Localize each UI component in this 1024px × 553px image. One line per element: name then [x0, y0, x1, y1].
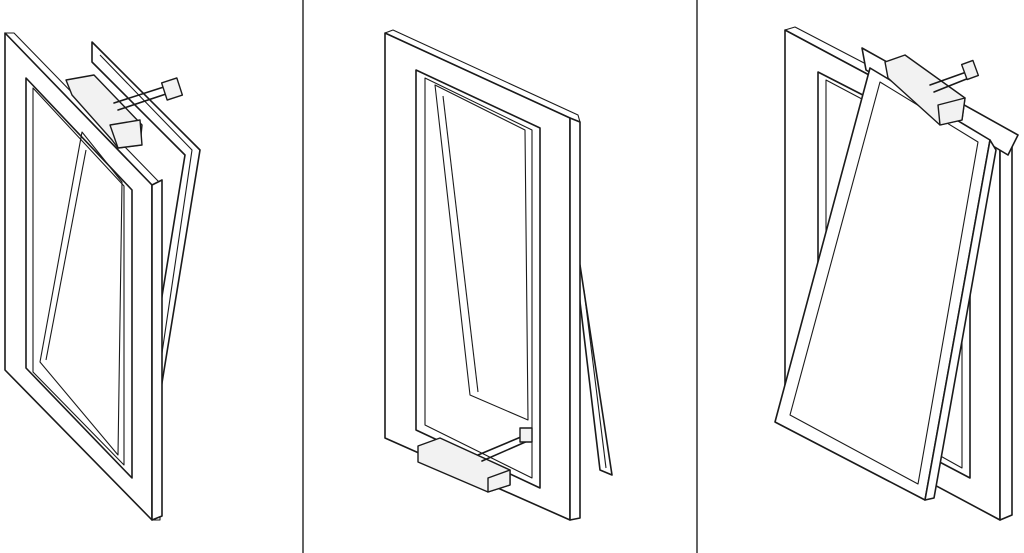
left-window-frame — [4, 32, 163, 521]
right-actuator — [884, 54, 980, 126]
panel-right-window — [774, 26, 1019, 521]
panel-center-window — [384, 29, 613, 521]
center-window-frame — [384, 29, 581, 521]
center-open-sash — [577, 264, 613, 476]
center-actuator — [417, 427, 533, 493]
left-actuator — [65, 74, 184, 149]
panel-left-window — [4, 32, 201, 521]
